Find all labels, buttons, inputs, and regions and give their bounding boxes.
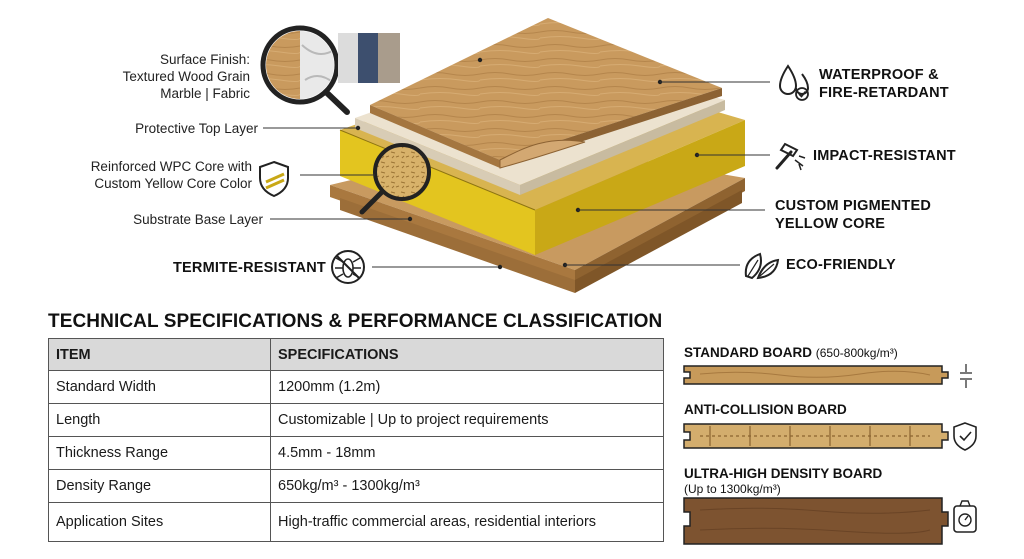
table-row: Density Range 650kg/m³ - 1300kg/m³ <box>48 469 664 503</box>
table-row: Thickness Range 4.5mm - 18mm <box>48 436 664 470</box>
yellow-core-label: CUSTOM PIGMENTED YELLOW CORE <box>775 198 931 232</box>
standard-board-profile <box>683 364 972 388</box>
core-magnifier <box>359 143 431 215</box>
water-drop-icon <box>778 64 810 101</box>
waterproof-label: WATERPROOF & FIRE-RETARDANT <box>819 67 949 101</box>
ultra-board-profile <box>683 497 977 545</box>
header-specs: SPECIFICATIONS <box>270 338 664 371</box>
eco-label: ECO-FRIENDLY <box>786 257 896 273</box>
cell-item: Thickness Range <box>48 436 271 470</box>
standard-board-title: STANDARD BOARD (650-800kg/m³) <box>684 345 898 360</box>
right-leaders <box>565 81 770 266</box>
surface-finish-label: Surface Finish: Textured Wood Grain Marb… <box>122 52 250 101</box>
table-row: Length Customizable | Up to project requ… <box>48 403 664 437</box>
leaf-icon <box>744 252 780 280</box>
termite-label: TERMITE-RESISTANT <box>173 260 326 276</box>
header-item: ITEM <box>48 338 271 371</box>
cell-spec: High-traffic commercial areas, residenti… <box>270 502 664 542</box>
protective-top-label: Protective Top Layer <box>135 121 258 136</box>
ultra-board-sub: (Up to 1300kg/m³) <box>684 482 781 496</box>
bug-crossed-icon <box>331 250 365 284</box>
cell-item: Standard Width <box>48 370 271 404</box>
shield-check-icon <box>953 422 977 451</box>
table-row: Standard Width 1200mm (1.2m) <box>48 370 664 404</box>
finish-swatches <box>338 33 400 83</box>
table-header-row: ITEM SPECIFICATIONS <box>48 338 664 371</box>
table-row: Application Sites High-traffic commercia… <box>48 502 664 542</box>
thickness-icon <box>960 364 972 388</box>
left-leaders <box>263 127 500 268</box>
hammer-icon <box>775 142 806 171</box>
substrate-label: Substrate Base Layer <box>133 212 263 227</box>
cell-spec: Customizable | Up to project requirement… <box>270 403 664 437</box>
cell-item: Length <box>48 403 271 437</box>
cell-item: Application Sites <box>48 502 271 542</box>
cell-item: Density Range <box>48 469 271 503</box>
scale-icon <box>953 500 977 533</box>
cell-spec: 650kg/m³ - 1300kg/m³ <box>270 469 664 503</box>
surface-finish-magnifier <box>260 25 350 115</box>
anti-collision-board-title: ANTI-COLLISION BOARD <box>684 402 847 417</box>
cell-spec: 4.5mm - 18mm <box>270 436 664 470</box>
surface-wood-layer <box>370 18 722 169</box>
flooring-layer-diagram <box>259 18 810 293</box>
wpc-core-label: Reinforced WPC Core with Custom Yellow C… <box>90 159 252 191</box>
shield-icon <box>259 160 289 198</box>
ultra-board-title: ULTRA-HIGH DENSITY BOARD <box>684 466 883 481</box>
spec-table: ITEM SPECIFICATIONS Standard Width 1200m… <box>48 338 664 542</box>
impact-label: IMPACT-RESISTANT <box>813 148 956 164</box>
spec-title: TECHNICAL SPECIFICATIONS & PERFORMANCE C… <box>48 311 663 332</box>
cell-spec: 1200mm (1.2m) <box>270 370 664 404</box>
anti-collision-board-profile <box>683 422 977 451</box>
